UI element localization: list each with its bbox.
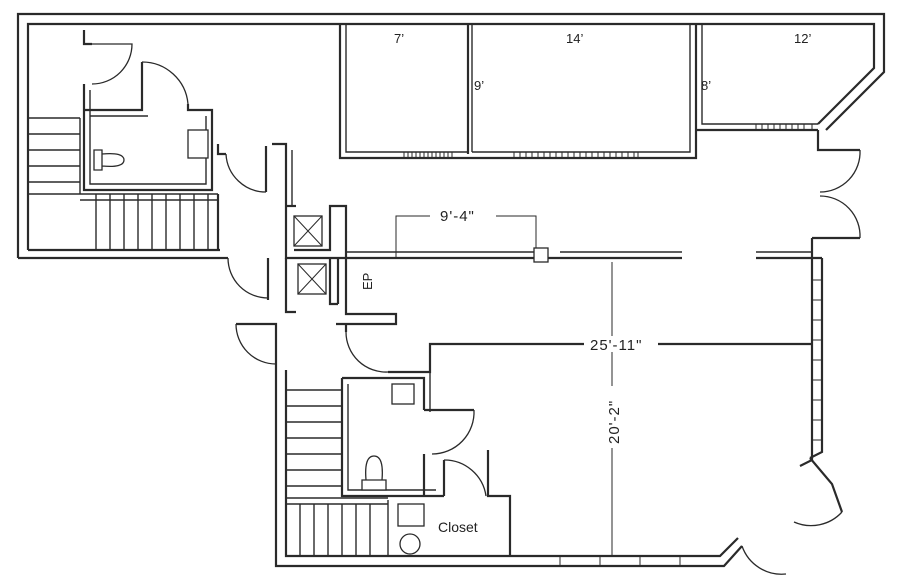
- room-c-depth-label: 8’: [701, 78, 711, 93]
- toilet-lower: [361, 455, 387, 491]
- sink-lower: [391, 383, 415, 405]
- core: [272, 142, 822, 326]
- main-width-dimension-label: 25'-11": [590, 337, 642, 354]
- lower-wing: [235, 322, 812, 556]
- room-b-width-label: 14’: [566, 31, 583, 46]
- exterior-walls: [16, 12, 886, 568]
- water-heater-box: [397, 503, 425, 527]
- stairs-upper: [28, 117, 80, 195]
- upper-restroom: [28, 30, 270, 300]
- door-strip-c: [755, 123, 813, 131]
- water-heater: [399, 533, 421, 555]
- entry-doors: [741, 148, 861, 575]
- sink: [187, 129, 209, 159]
- door-strip-b: [513, 151, 639, 159]
- top-offices: [338, 24, 826, 160]
- room-a-width-label: 7’: [394, 31, 404, 46]
- main-depth-dimension-label: 20'-2": [606, 400, 623, 444]
- closet-label: Closet: [438, 519, 478, 535]
- toilet-upper: [93, 149, 125, 171]
- window-marks: [559, 279, 822, 566]
- electrical-panel-label: EP: [360, 273, 375, 290]
- column: [533, 247, 549, 263]
- corridor-dimension-label: 9'-4": [440, 208, 475, 225]
- stairs-lower: [286, 389, 342, 487]
- room-b-depth-label: 9’: [474, 78, 484, 93]
- room-c-width-label: 12’: [794, 31, 811, 46]
